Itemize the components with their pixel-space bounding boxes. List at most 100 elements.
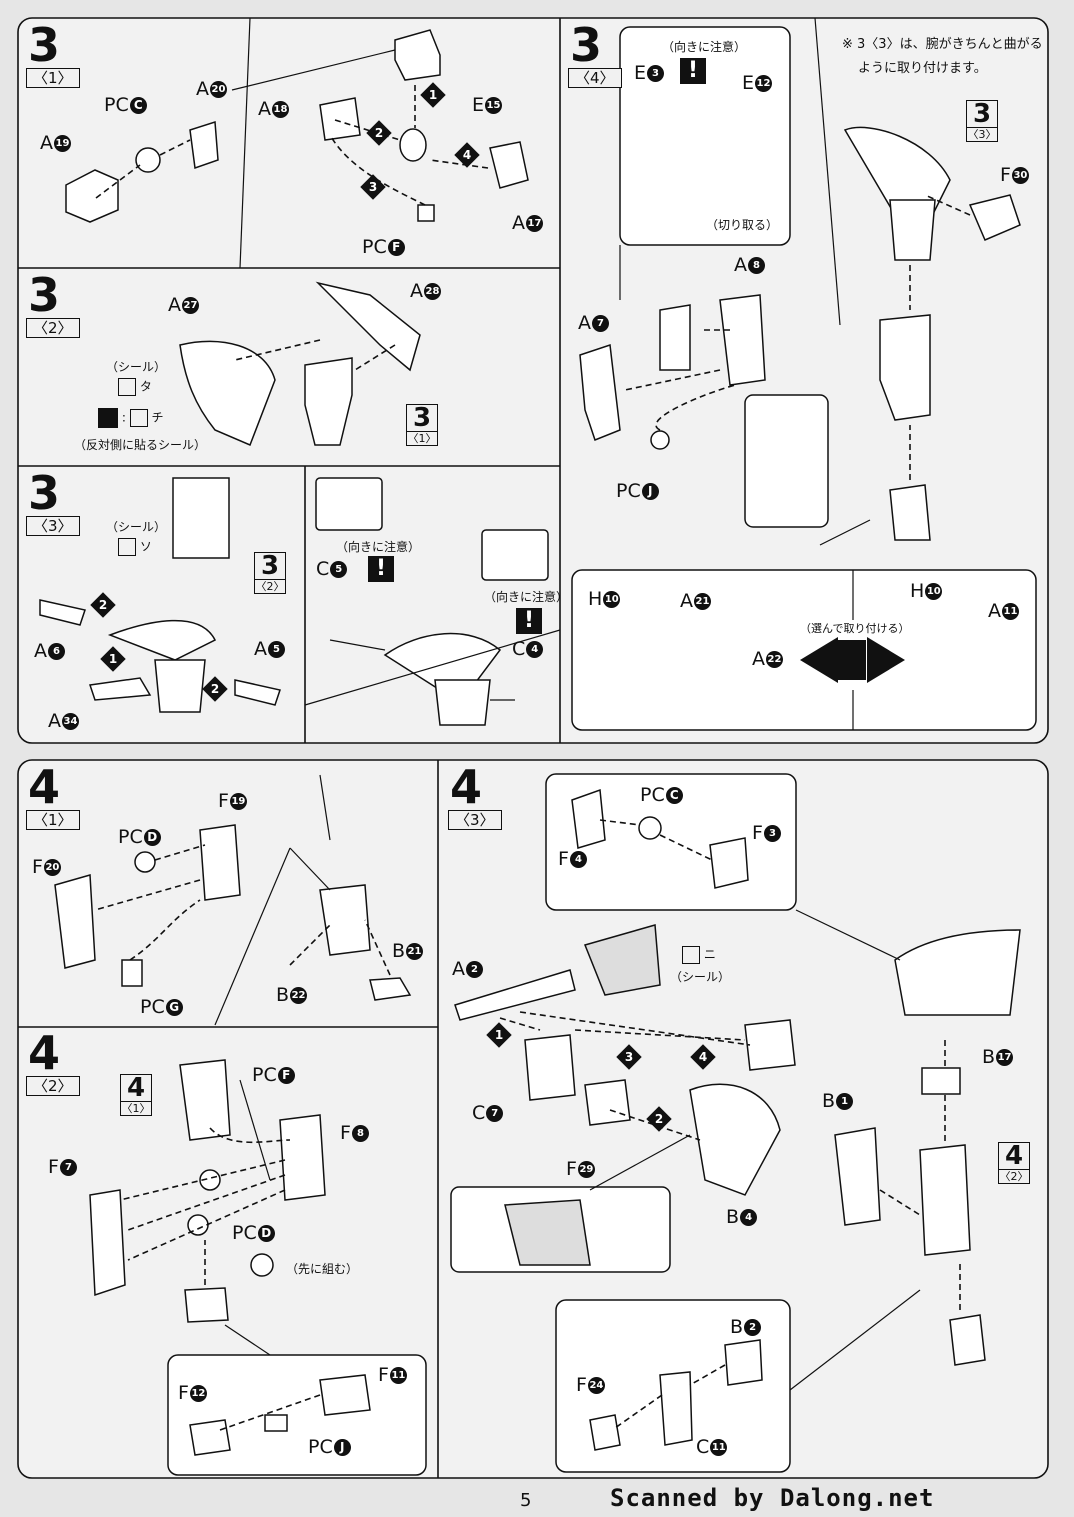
order-1-marker-4-3: 1: [486, 1022, 512, 1048]
order-2-marker-4-3: 2: [646, 1106, 672, 1132]
parts-3-1: [65, 29, 529, 223]
seal-so: ソ: [118, 538, 152, 556]
page-number: 5: [520, 1490, 532, 1511]
step-3-3-number: 3: [28, 466, 61, 520]
ref-4-1: 4〈1〉: [120, 1073, 152, 1116]
parts-3-4: [571, 26, 1037, 731]
ref-3-2: 3〈2〉: [254, 551, 286, 594]
order-3-marker-4-3: 3: [616, 1044, 642, 1070]
divider-lines-3-3: [304, 629, 561, 706]
arrows-3-4: [624, 194, 971, 480]
seal-caption-3-3: （シール）: [106, 520, 167, 534]
step-4-2-number: 4: [28, 1026, 61, 1080]
parts-3-3: [39, 477, 549, 726]
step-4-3-number: 4: [450, 760, 483, 814]
step-3-4-number: 3: [570, 18, 603, 72]
order-2-marker-a: 2: [90, 592, 116, 618]
step-4-1-sub: 〈1〉: [26, 810, 80, 830]
order-2-marker-b: 2: [202, 676, 228, 702]
step-3-4-sub: 〈4〉: [568, 68, 622, 88]
parts-4-2: [89, 1059, 427, 1476]
reverse-caption: （反対側に貼るシール）: [74, 438, 207, 452]
step-3-3-sub: 〈3〉: [26, 516, 80, 536]
first-caption: （先に組む）: [286, 1262, 359, 1276]
order-1-marker-a: 1: [100, 646, 126, 672]
scan-credit: Scanned by Dalong.net: [610, 1484, 935, 1512]
reverse-side-icon: [98, 408, 118, 428]
divider-lines-3-4: [619, 17, 871, 730]
step-3-2-number: 3: [28, 268, 61, 322]
seal-ni: ニ: [682, 946, 716, 964]
parts-4-1: [54, 824, 412, 1001]
order-2-marker: 2: [366, 120, 392, 146]
order-1-marker: 1: [420, 82, 446, 108]
arrows-3-2: [234, 339, 396, 371]
caution-e3: （向きに注意）: [662, 40, 747, 54]
step-3-1-sub: 〈1〉: [26, 68, 80, 88]
cut-caption: （切り取る）: [706, 218, 779, 232]
caution-c5: （向きに注意）: [336, 540, 421, 554]
arrows-4-1: [94, 844, 391, 976]
note-line-1: ※ 3〈3〉は、腕がきちんと曲がる: [842, 37, 1043, 52]
ref-3-1: 3〈1〉: [406, 403, 438, 446]
warning-icon-c5: !: [368, 556, 394, 582]
choose-caption: （選んで取り付ける）: [800, 622, 910, 635]
arrows-4-2: [119, 1127, 321, 1431]
step-4-3-sub: 〈3〉: [448, 810, 502, 830]
warning-icon-c4: !: [516, 608, 542, 634]
divider-lines-3-1: [231, 17, 396, 269]
seal-ta: タ: [118, 378, 152, 396]
caution-c4: （向きに注意）: [484, 590, 569, 604]
seal-caption-4-3: （シール）: [670, 970, 731, 984]
arrows-4-3: [499, 819, 961, 1429]
order-3-marker: 3: [360, 174, 386, 200]
step-4-2-sub: 〈2〉: [26, 1076, 80, 1096]
ref-4-2: 4〈2〉: [998, 1141, 1030, 1184]
parts-4-3: [450, 773, 1021, 1473]
warning-icon-e3: !: [680, 58, 706, 84]
order-4-marker: 4: [454, 142, 480, 168]
step-3-1-number: 3: [28, 18, 61, 72]
